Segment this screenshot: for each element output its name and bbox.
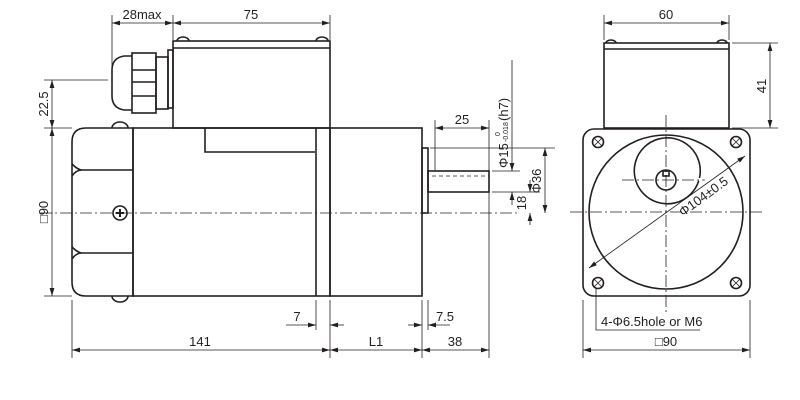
- terminal-box: [172, 40, 331, 129]
- front-view: Φ104±0.5 4-Φ6.5hole or M6 60 41 □90: [570, 7, 778, 358]
- dim-gland: 28max: [122, 7, 162, 22]
- end-cap-ribs: [71, 163, 133, 260]
- dim-motor-length: 141: [189, 334, 211, 349]
- bottom-bolt: [111, 295, 129, 303]
- shaft-dia-text: Φ15: [496, 143, 511, 168]
- dim-pilot: Φ36: [529, 169, 544, 194]
- dim-square-front: □90: [655, 334, 677, 349]
- dim-shaft-length: 25: [455, 112, 469, 127]
- hole-icon: [729, 276, 743, 290]
- hole-icon: [591, 135, 605, 149]
- dim-box-length: 75: [244, 7, 258, 22]
- mounting-hole-icons: [591, 135, 743, 290]
- dimensions-side: [44, 15, 555, 358]
- screw-icon: [112, 205, 128, 221]
- dimensions-front: [582, 15, 778, 358]
- dim-key: 18: [514, 196, 529, 210]
- top-bolt: [111, 121, 129, 129]
- hole-label: 4-Φ6.5hole or M6: [601, 314, 702, 329]
- dim-box-height: 41: [754, 79, 769, 93]
- motor-body: [132, 127, 331, 297]
- dim-gear-length: L1: [369, 334, 383, 349]
- side-view: 28max 75 22.5 □90 25 Φ15 0 -0.018 (h7) 1…: [36, 7, 555, 358]
- lid-screws-front: [605, 39, 728, 44]
- shaft-tol-lower: -0.018: [503, 122, 510, 142]
- shaft-tol-upper: 0: [495, 132, 502, 136]
- shaft-fit: (h7): [496, 98, 511, 121]
- gearbox-body: [329, 127, 423, 297]
- dim-square-side: □90: [36, 201, 51, 223]
- hole-icon: [729, 135, 743, 149]
- dim-shaft-total: 38: [448, 334, 462, 349]
- dim-flange-thickness: 7.5: [436, 309, 454, 324]
- dim-box-width: 60: [659, 7, 673, 22]
- dim-shaft-diameter: Φ15 0 -0.018 (h7): [495, 98, 511, 168]
- box-base: [204, 128, 315, 153]
- terminal-box-front: [603, 42, 730, 129]
- output-shaft: [427, 170, 490, 193]
- flange-pilot: [421, 147, 429, 214]
- pcd-dimension-line: [588, 155, 746, 269]
- cable-gland: [111, 49, 174, 114]
- lid-screws: [176, 36, 329, 42]
- end-cap: [71, 127, 134, 297]
- flange-square: [582, 128, 751, 297]
- dim-box-offset: 22.5: [36, 91, 51, 116]
- hole-leader: [595, 288, 700, 331]
- hole-icon: [591, 276, 605, 290]
- dim-flange-gap: 7: [293, 309, 300, 324]
